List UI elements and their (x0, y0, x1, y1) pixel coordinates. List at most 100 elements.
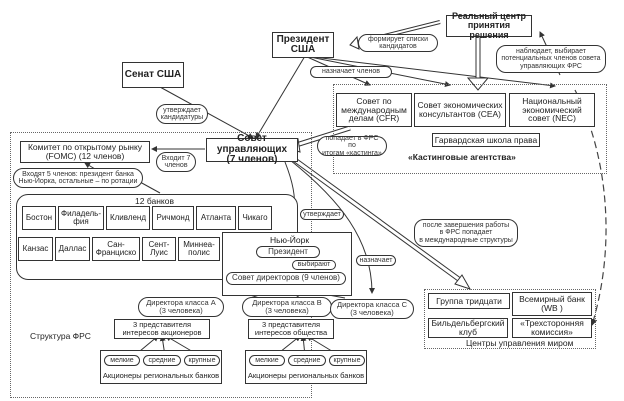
bank-name: Канзас (22, 243, 49, 253)
class-b-text-1: Директора класса В (252, 298, 322, 308)
board-text-2: (7 членов) (226, 154, 278, 166)
rep-shareholders-text-2: интересов акционеров (122, 328, 202, 337)
enters-5-text-2: Нью-Йорка, остальные – по ротации (18, 178, 138, 185)
enters5-to-banks-line (139, 181, 161, 194)
observes-text-1: наблюдает, выбирает (516, 47, 586, 55)
appoints-pill: назначает (356, 255, 396, 266)
medium-a-text: средние (148, 356, 176, 364)
forms-lists-text-1: формирует списки (368, 35, 428, 43)
dashed-influence-curve (574, 89, 607, 327)
rep-shareholders-text-1: 3 представителя (132, 320, 192, 330)
bank-box: Канзас (18, 237, 53, 261)
trilateral-box: «Трехсторонняя комиссия» (512, 318, 592, 338)
bank-box: Филадель-фия (58, 206, 104, 230)
bank-name: Ричмонд (156, 212, 190, 222)
rep-shareholders-box: 3 представителя интересов акционеров (114, 319, 210, 339)
class-c-text-2: (3 человека) (350, 308, 394, 317)
medium-b-text: средние (293, 356, 321, 364)
bank-name: Кливленд (109, 212, 147, 222)
president-to-nec-line (304, 55, 556, 89)
large-b-pill: крупные (329, 355, 365, 366)
after-work-text-1: после завершения работы (422, 221, 510, 229)
fomc-box: Комитет по открытому рынку (FOMC) (12 чл… (20, 141, 150, 163)
bank-name: Бостон (25, 212, 53, 222)
appoints-members-pill: назначает членов (310, 66, 392, 78)
casting-title: «Кастинговые агентства» (408, 152, 516, 162)
appoints-text: назначает (359, 256, 393, 264)
forms-lists-pill: формирует списки кандидатов (358, 34, 438, 52)
approves-pill: утверждает (300, 209, 344, 220)
frs-title: Структура ФРС (30, 331, 91, 341)
enters-7-pill: Входит 7 членов (156, 152, 196, 172)
group30-text: Группа тридцати (436, 295, 502, 306)
observes-text-3: управляющих ФРС (520, 62, 582, 70)
real-center-label-2: принятия решения (467, 20, 511, 40)
president-label-2: США (290, 44, 316, 55)
ny-president-text: Президент (268, 246, 308, 256)
board-of-governors-box: Совет управляющих (7 членов) (206, 134, 298, 165)
real-center-box: Реальный центр принятия решения (446, 10, 532, 40)
nec-text-1: Национальный (522, 95, 582, 106)
after-work-pill: после завершения работы в ФРС попадает в… (414, 219, 518, 247)
bilderberg-text-2: клуб (459, 327, 477, 337)
world-bank-text-2: (WB ) (541, 303, 563, 313)
group30-box: Группа тридцати (428, 293, 510, 309)
approves-candidates-text-1: утверждает (163, 106, 201, 114)
bank-name: фия (73, 217, 89, 226)
directors-board-text: Совет директоров (9 членов) (232, 273, 340, 283)
world-bank-text-1: Всемирный банк (519, 294, 585, 305)
bank-box: Бостон (22, 206, 56, 230)
new-york-label: Нью-Йорк (270, 235, 310, 245)
bank-name: Сан- (107, 239, 125, 249)
casting-agencies-region (333, 84, 607, 174)
bank-box: Ричмонд (152, 206, 194, 230)
bank-box: Даллас (55, 237, 90, 261)
president-box: Президент США (272, 32, 334, 58)
cea-text-2: консультантов (CEA) (418, 109, 502, 119)
large-a-text: крупные (188, 356, 216, 364)
cfr-text-2: международным (341, 104, 407, 115)
appoints-members-text: назначает членов (322, 68, 380, 76)
bank-name: полис (188, 248, 210, 257)
small-b-pill: мелкие (249, 355, 285, 366)
bank-name: Франциско (95, 248, 137, 257)
cfr-text-3: делам (CFR) (348, 113, 400, 124)
forms-lists-text-2: кандидатов (379, 43, 417, 50)
class-c-pill: Директора класса С (3 человека) (330, 299, 414, 319)
after-work-text-2: в ФРС попадает (439, 229, 493, 237)
observes-pill: наблюдает, выбирает потенциальных членов… (496, 45, 606, 73)
medium-b-pill: средние (288, 355, 326, 366)
nec-text-2: экономический (522, 104, 582, 115)
class-b-pill: Директора класса В (3 человека) (242, 297, 332, 317)
world-bank-box: Всемирный банк (WB ) (512, 292, 592, 316)
enters-5-text-1: Входят 5 членов: президент банка (22, 170, 134, 178)
class-a-pill: Директора класса А (3 человека) (138, 297, 224, 317)
senate-box: Сенат США (122, 62, 184, 88)
shareholders-b-text: Акционеры региональных банков (247, 371, 365, 381)
bank-name: Сент- (148, 239, 170, 249)
board-appoints-curve (289, 159, 375, 294)
bilderberg-box: Бильдельбергский клуб (428, 318, 508, 338)
bank-name: Миннеа- (183, 239, 215, 249)
harvard-box: Гарвардская школа права (432, 133, 540, 147)
president-to-board-line (255, 55, 306, 139)
ny-president-pill: Президент (256, 246, 320, 258)
enters-frs-text-1: попадает в ФРС по (325, 134, 379, 150)
enters-5-pill: Входят 5 членов: президент банка Нью-Йор… (13, 168, 143, 188)
senate-label: Сенат США (124, 68, 182, 80)
enters-7-text-1: Входит 7 (161, 154, 191, 162)
class-b-text-2: (3 человека) (265, 306, 309, 315)
bank-name: Луис (150, 248, 168, 257)
rep-society-text-1: 3 представителя (261, 320, 321, 330)
large-a-pill: крупные (184, 355, 220, 366)
fomc-text-1: Комитет по открытому рынку (27, 142, 143, 153)
harvard-text: Гарвардская школа права (434, 134, 538, 145)
real-center-label-1: Реальный центр (451, 10, 527, 21)
bank-box: Атланта (196, 206, 236, 230)
directors-board-pill: Совет директоров (9 членов) (226, 272, 346, 285)
bank-name: Чикаго (242, 212, 268, 222)
trilateral-text-2: комиссия» (531, 327, 573, 337)
chooses-text: выбирают (297, 261, 331, 269)
bank-name: Атланта (200, 212, 232, 222)
rep-society-box: 3 представителя интересов общества (248, 319, 334, 339)
